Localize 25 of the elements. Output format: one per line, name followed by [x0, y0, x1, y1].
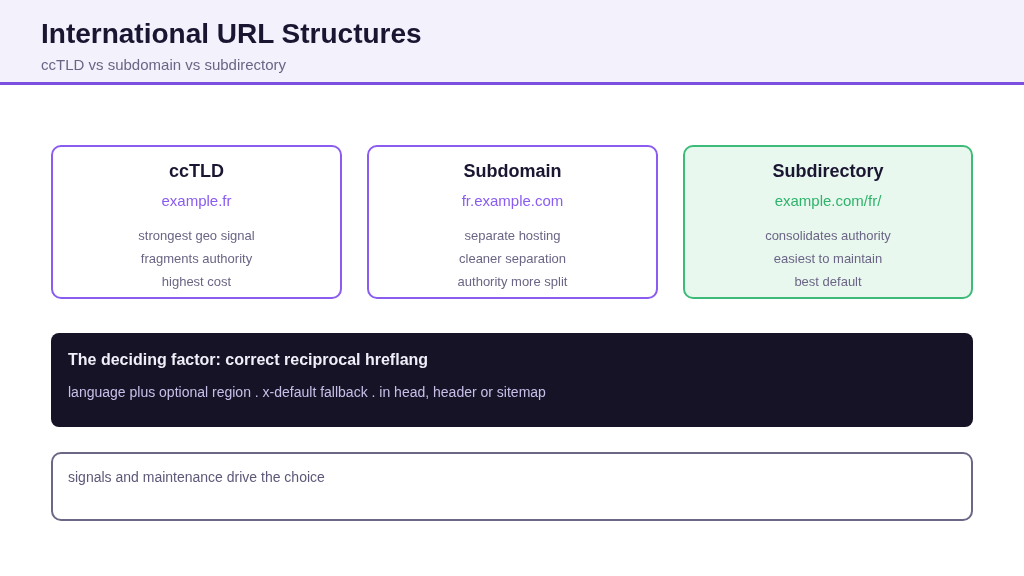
card-point: best default [794, 274, 862, 290]
option-card [683, 145, 973, 299]
card-point: cleaner separation [459, 251, 566, 267]
card-heading: Subdirectory [772, 160, 884, 182]
card-point: easiest to maintain [773, 251, 883, 267]
panel-heading: The deciding factor: correct reciprocal hreflang [68, 350, 429, 370]
subtitle: ccTLD vs subdomain vs subdirectory [41, 56, 287, 74]
card-heading: ccTLD [169, 160, 224, 182]
url-example: example.com/fr/ [774, 192, 882, 210]
card-point: strongest geo signal [138, 228, 255, 244]
title: International URL Structures [41, 17, 422, 51]
card-point: separate hosting [464, 228, 561, 244]
panel-text: language plus optional region . x-default fallback . in head, header or sitemap [68, 384, 546, 401]
option-card [367, 145, 658, 299]
card-point: consolidates authority [765, 228, 891, 244]
card-point: authority more split [457, 274, 568, 290]
card-heading: Subdomain [463, 160, 562, 182]
url-example: example.fr [161, 192, 232, 210]
callout-panel [51, 333, 973, 427]
url-example: fr.example.com [461, 192, 564, 210]
card-point: highest cost [161, 274, 232, 290]
note-text: signals and maintenance drive the choice [68, 469, 325, 486]
card-point: fragments authority [140, 251, 253, 267]
option-card [51, 145, 342, 299]
note-box [51, 452, 973, 521]
